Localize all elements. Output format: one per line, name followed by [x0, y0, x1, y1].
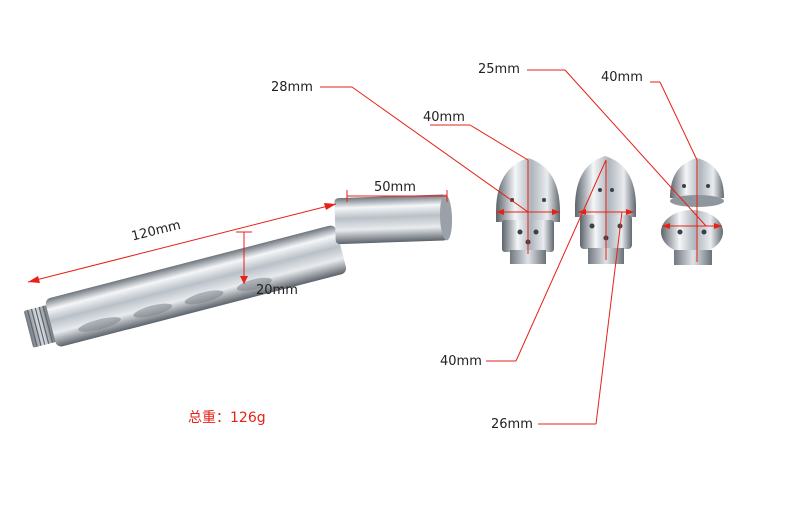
label-head2-diameter: 25mm — [478, 62, 520, 77]
label-tube-diameter: 20mm — [256, 283, 298, 298]
dimension-arrows — [28, 203, 722, 284]
label-tube-bend: 50mm — [374, 180, 416, 195]
label-head1-height: 40mm — [423, 110, 465, 125]
label-head1-diameter: 28mm — [271, 80, 313, 95]
label-head2-neck: 26mm — [491, 417, 533, 432]
shower-tube — [24, 194, 453, 348]
dimension-lines — [27, 69, 722, 425]
label-head2-height: 40mm — [440, 354, 482, 369]
total-weight-text: 总重：126g — [188, 410, 266, 426]
label-head3-height: 40mm — [601, 70, 643, 85]
